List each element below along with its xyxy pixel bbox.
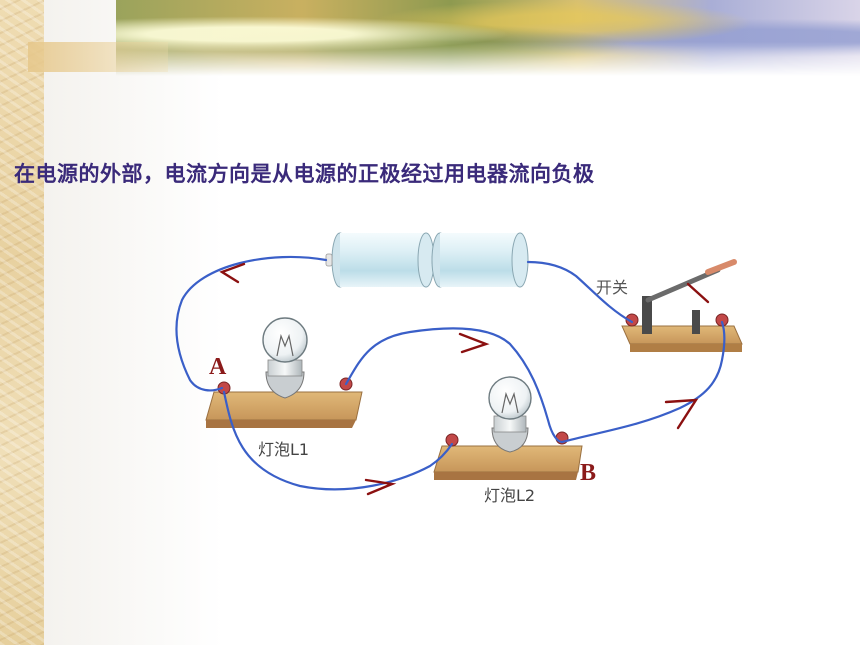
arrow-bottom (364, 478, 397, 496)
wire-switch-to-battery (526, 260, 634, 324)
bulb-l2-label: 灯泡L2 (484, 486, 535, 505)
bulb-l2 (433, 376, 583, 480)
top-decorative-banner (116, 0, 860, 76)
current-arrows (219, 262, 710, 496)
battery (325, 232, 529, 288)
wire-b-to-switch (560, 320, 726, 444)
slide-heading: 在电源的外部，电流方向是从电源的正极经过用电器流向负极 (14, 162, 595, 186)
switch-label: 开关 (596, 278, 628, 297)
battery-cell-right (431, 232, 529, 288)
arrow-right (664, 398, 699, 430)
node-a-label: A (209, 354, 227, 380)
top-banner-accent (28, 42, 168, 72)
arrow-middle (458, 332, 490, 354)
wire-battery-to-a (175, 255, 328, 392)
wire-l1-to-l2 (344, 327, 564, 444)
arrow-top-left (219, 262, 246, 284)
bulb-l1-label: 灯泡L1 (258, 440, 309, 459)
wire-a-to-l2 (222, 390, 454, 491)
wires (175, 255, 726, 491)
arrow-switch (686, 282, 710, 304)
battery-cell-left (325, 232, 439, 288)
node-b-label: B (580, 460, 596, 486)
knife-switch (621, 259, 743, 352)
left-decorative-strip (0, 0, 44, 645)
